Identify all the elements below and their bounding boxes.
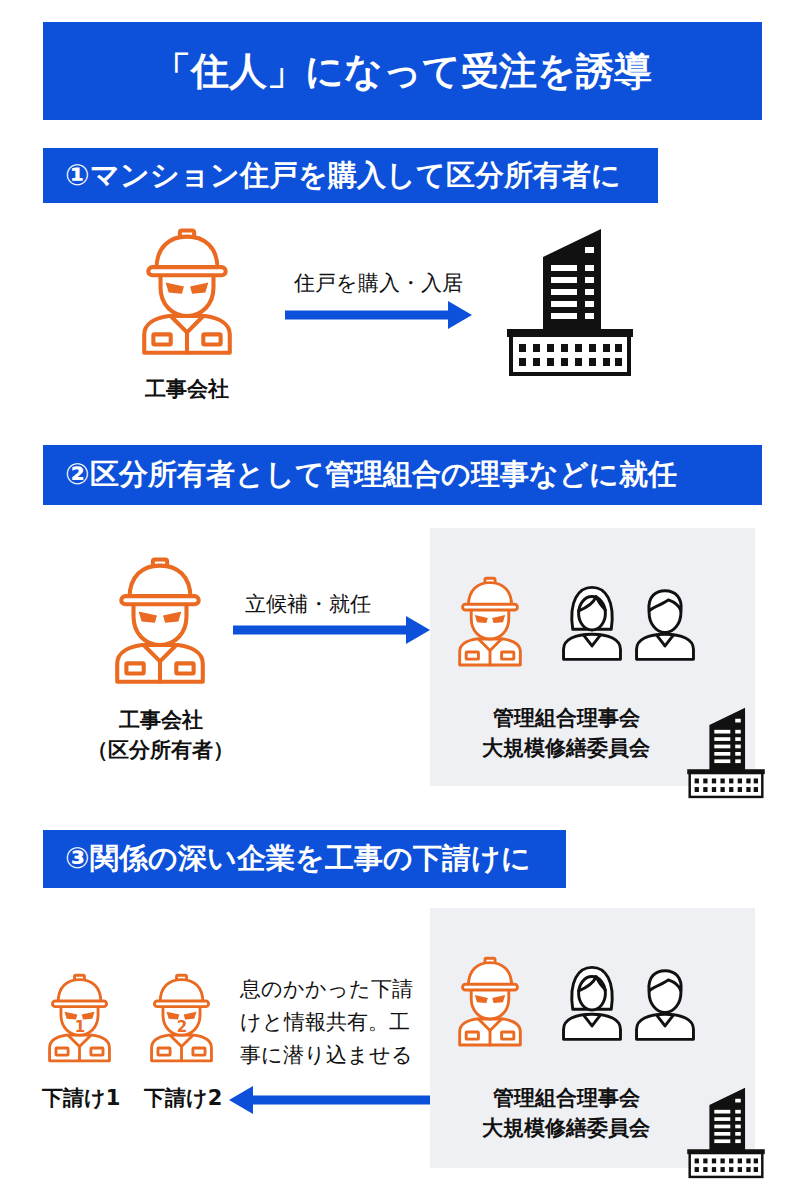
worker-icon (144, 230, 230, 352)
panel-text: 管理組合理事会 (493, 703, 640, 733)
section-band: ①マンション住戸を購入して区分所有者に (43, 148, 658, 203)
figure-caption: 下請け1 (42, 1083, 121, 1113)
person-figure: 工事会社（区分所有者） (88, 540, 233, 765)
worker-icon (460, 578, 521, 665)
building-icon (687, 1088, 765, 1177)
callout-number: 2 (162, 1019, 202, 1035)
band-text: ②区分所有者として管理組合の理事などに就任 (65, 455, 677, 495)
resident-icon (564, 587, 621, 659)
subcontractor-icon (152, 975, 212, 1061)
figure-caption: 工事会社 (119, 705, 203, 735)
panel-text: 大規模修繕委員会 (482, 733, 650, 763)
committee-panel: 管理組合理事会大規模修繕委員会 (430, 528, 755, 786)
panel-text: 管理組合理事会 (493, 1083, 640, 1113)
person-figure: 下請け1 (35, 960, 127, 1113)
band-text: ③関係の深い企業を工事の下請けに (65, 839, 531, 879)
band-text: ①マンション住戸を購入して区分所有者に (65, 156, 621, 196)
building-icon (507, 229, 633, 374)
building-icon (687, 708, 765, 797)
arrow-label: 立候補・就任 (245, 588, 430, 621)
committee-panel: 管理組合理事会大規模修繕委員会 (430, 908, 755, 1168)
figure-caption: 下請け2 (144, 1083, 223, 1113)
person-figure: 下請け2 (137, 960, 229, 1113)
figure-caption: 工事会社 (145, 374, 229, 404)
title-band: 「住人」になって受注を誘導 (43, 22, 762, 120)
section-band: ③関係の深い企業を工事の下請けに (43, 830, 566, 888)
purchase-arrow (285, 301, 472, 329)
connector-arrow (249, 1096, 430, 1105)
section-band: ②区分所有者として管理組合の理事などに就任 (43, 445, 762, 505)
arrow-label: 住戸を購入・入居 (280, 268, 476, 298)
callout-number: 1 (60, 1019, 100, 1035)
connector-arrow (233, 626, 410, 635)
person-figure: 工事会社 (122, 212, 252, 404)
arrow-label: 息のかかった下請けと情報共有。工事に潜り込ませる (240, 973, 420, 1072)
subcontractor-icon (50, 975, 110, 1061)
figure-caption: （区分所有者） (87, 735, 234, 765)
worker-icon (117, 559, 203, 681)
resident-icon (637, 971, 694, 1040)
panel-text: 大規模修繕委員会 (482, 1113, 650, 1143)
resident-icon (564, 967, 621, 1039)
worker-icon (460, 958, 521, 1045)
resident-icon (637, 591, 694, 660)
